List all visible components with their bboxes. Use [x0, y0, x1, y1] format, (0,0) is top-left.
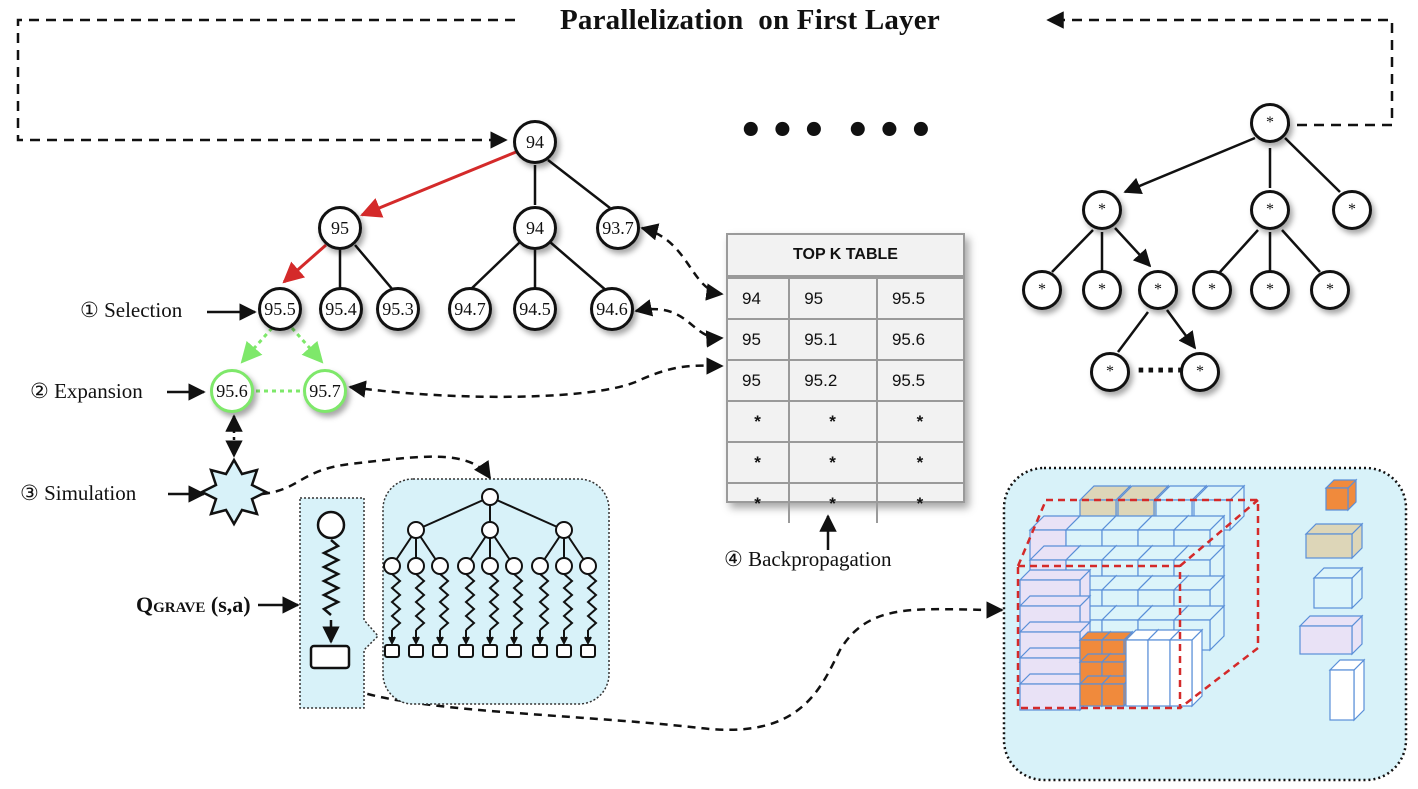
step-arrows — [167, 303, 837, 614]
cube-front — [1325, 487, 1349, 511]
cube-front — [1079, 683, 1103, 707]
topk-table-row: *** — [728, 482, 963, 523]
cube-top — [1018, 595, 1092, 607]
right-tree-node: * — [1180, 352, 1220, 392]
cube-front — [1019, 683, 1081, 711]
tree-node-expanded-a: 95.6 — [210, 369, 254, 413]
qgrave-q: Q — [136, 592, 154, 617]
topk-table-cell: 95.6 — [875, 318, 963, 361]
qgrave-subscript: GRAVE — [153, 600, 206, 616]
topk-table-cell: 95.2 — [788, 359, 878, 402]
topk-table-cell: * — [788, 441, 878, 484]
qgrave-label: QGRAVE (s,a) — [136, 592, 251, 618]
cube-front — [1299, 625, 1353, 655]
topk-table-cell: 95.5 — [875, 359, 963, 402]
topk-table-cell: * — [728, 482, 791, 523]
right-tree-node: * — [1138, 270, 1178, 310]
topk-table-cell: 95 — [728, 359, 791, 402]
step-backpropagation-label: ④ Backpropagation — [724, 547, 892, 571]
ellipsis-left: ••• — [738, 108, 833, 154]
topk-table-cell: 95 — [788, 277, 878, 320]
table-connectors — [225, 223, 1004, 731]
tree-node-l2-d: 94.7 — [448, 287, 492, 331]
cube-front — [1329, 669, 1355, 721]
right-tree-edges — [1051, 136, 1341, 353]
selection-path — [282, 150, 517, 284]
topk-table-cell: 94 — [728, 277, 791, 320]
cube-front — [1147, 639, 1171, 707]
parallelization-frame — [16, 11, 1394, 149]
topk-table-cell: * — [728, 441, 791, 484]
cube-frame — [1016, 499, 1259, 567]
tree-node-root: 94 — [513, 120, 557, 164]
tree-node-l1-a: 95 — [318, 206, 362, 250]
cube-panel — [1002, 466, 1408, 782]
right-tree-node: * — [1090, 352, 1130, 392]
step-simulation-label: ③ Simulation — [20, 481, 137, 505]
right-tree-node: * — [1082, 190, 1122, 230]
tree-node-l2-f: 94.6 — [590, 287, 634, 331]
topk-table-cell: 95.1 — [788, 318, 878, 361]
tree-node-l2-b: 95.4 — [319, 287, 363, 331]
right-tree-node: * — [1250, 190, 1290, 230]
tree-node-l2-e: 94.5 — [513, 287, 557, 331]
right-tree-node: * — [1192, 270, 1232, 310]
right-tree-node: * — [1332, 190, 1372, 230]
tree-node-l2-c: 95.3 — [376, 287, 420, 331]
qgrave-panel — [299, 497, 380, 709]
cube-front — [1125, 639, 1149, 707]
simulation-tree-panel — [382, 478, 610, 705]
topk-table-cell: * — [875, 441, 963, 484]
cube-top — [1018, 621, 1092, 633]
topk-table-cell: * — [788, 400, 878, 443]
cube-frame — [1046, 498, 1260, 709]
right-tree-node: * — [1250, 270, 1290, 310]
tree-node-expanded-b: 95.7 — [303, 369, 347, 413]
topk-table-cell: 95.5 — [875, 277, 963, 320]
cube-top — [1304, 523, 1364, 535]
topk-table-cell: * — [875, 482, 963, 523]
step-selection-label: ① Selection — [80, 298, 183, 322]
topk-table-cell: * — [788, 482, 878, 523]
topk-table-cell: 95 — [728, 318, 791, 361]
cube-front — [1305, 533, 1353, 559]
right-tree-node: * — [1082, 270, 1122, 310]
topk-table-row: *** — [728, 400, 963, 443]
right-tree-node: * — [1310, 270, 1350, 310]
right-tree-inner-ellipsis: ····· — [1136, 356, 1186, 386]
topk-table-header: TOP K TABLE — [728, 235, 963, 277]
topk-table-cell: * — [875, 400, 963, 443]
right-tree-node: * — [1022, 270, 1062, 310]
simulation-star-icon — [199, 457, 269, 527]
right-tree-node: * — [1250, 103, 1290, 143]
cube-top — [1298, 615, 1364, 627]
step-expansion-label: ② Expansion — [30, 379, 143, 403]
tree-node-l1-c: 93.7 — [596, 206, 640, 250]
tree-node-l1-b: 94 — [513, 206, 557, 250]
sim-node — [481, 488, 499, 506]
tree-node-selected: 95.5 — [258, 287, 302, 331]
topk-table-row: *** — [728, 441, 963, 484]
qgrave-args: (s,a) — [205, 592, 251, 617]
diagram-title: Parallelization on First Layer — [560, 4, 940, 36]
cube-top — [1018, 569, 1092, 581]
ellipsis-right: ••• — [845, 108, 940, 154]
cube-front — [1313, 577, 1353, 609]
left-tree-edges — [338, 159, 611, 293]
topk-table-cell: * — [728, 400, 791, 443]
cube-front — [1101, 683, 1125, 707]
